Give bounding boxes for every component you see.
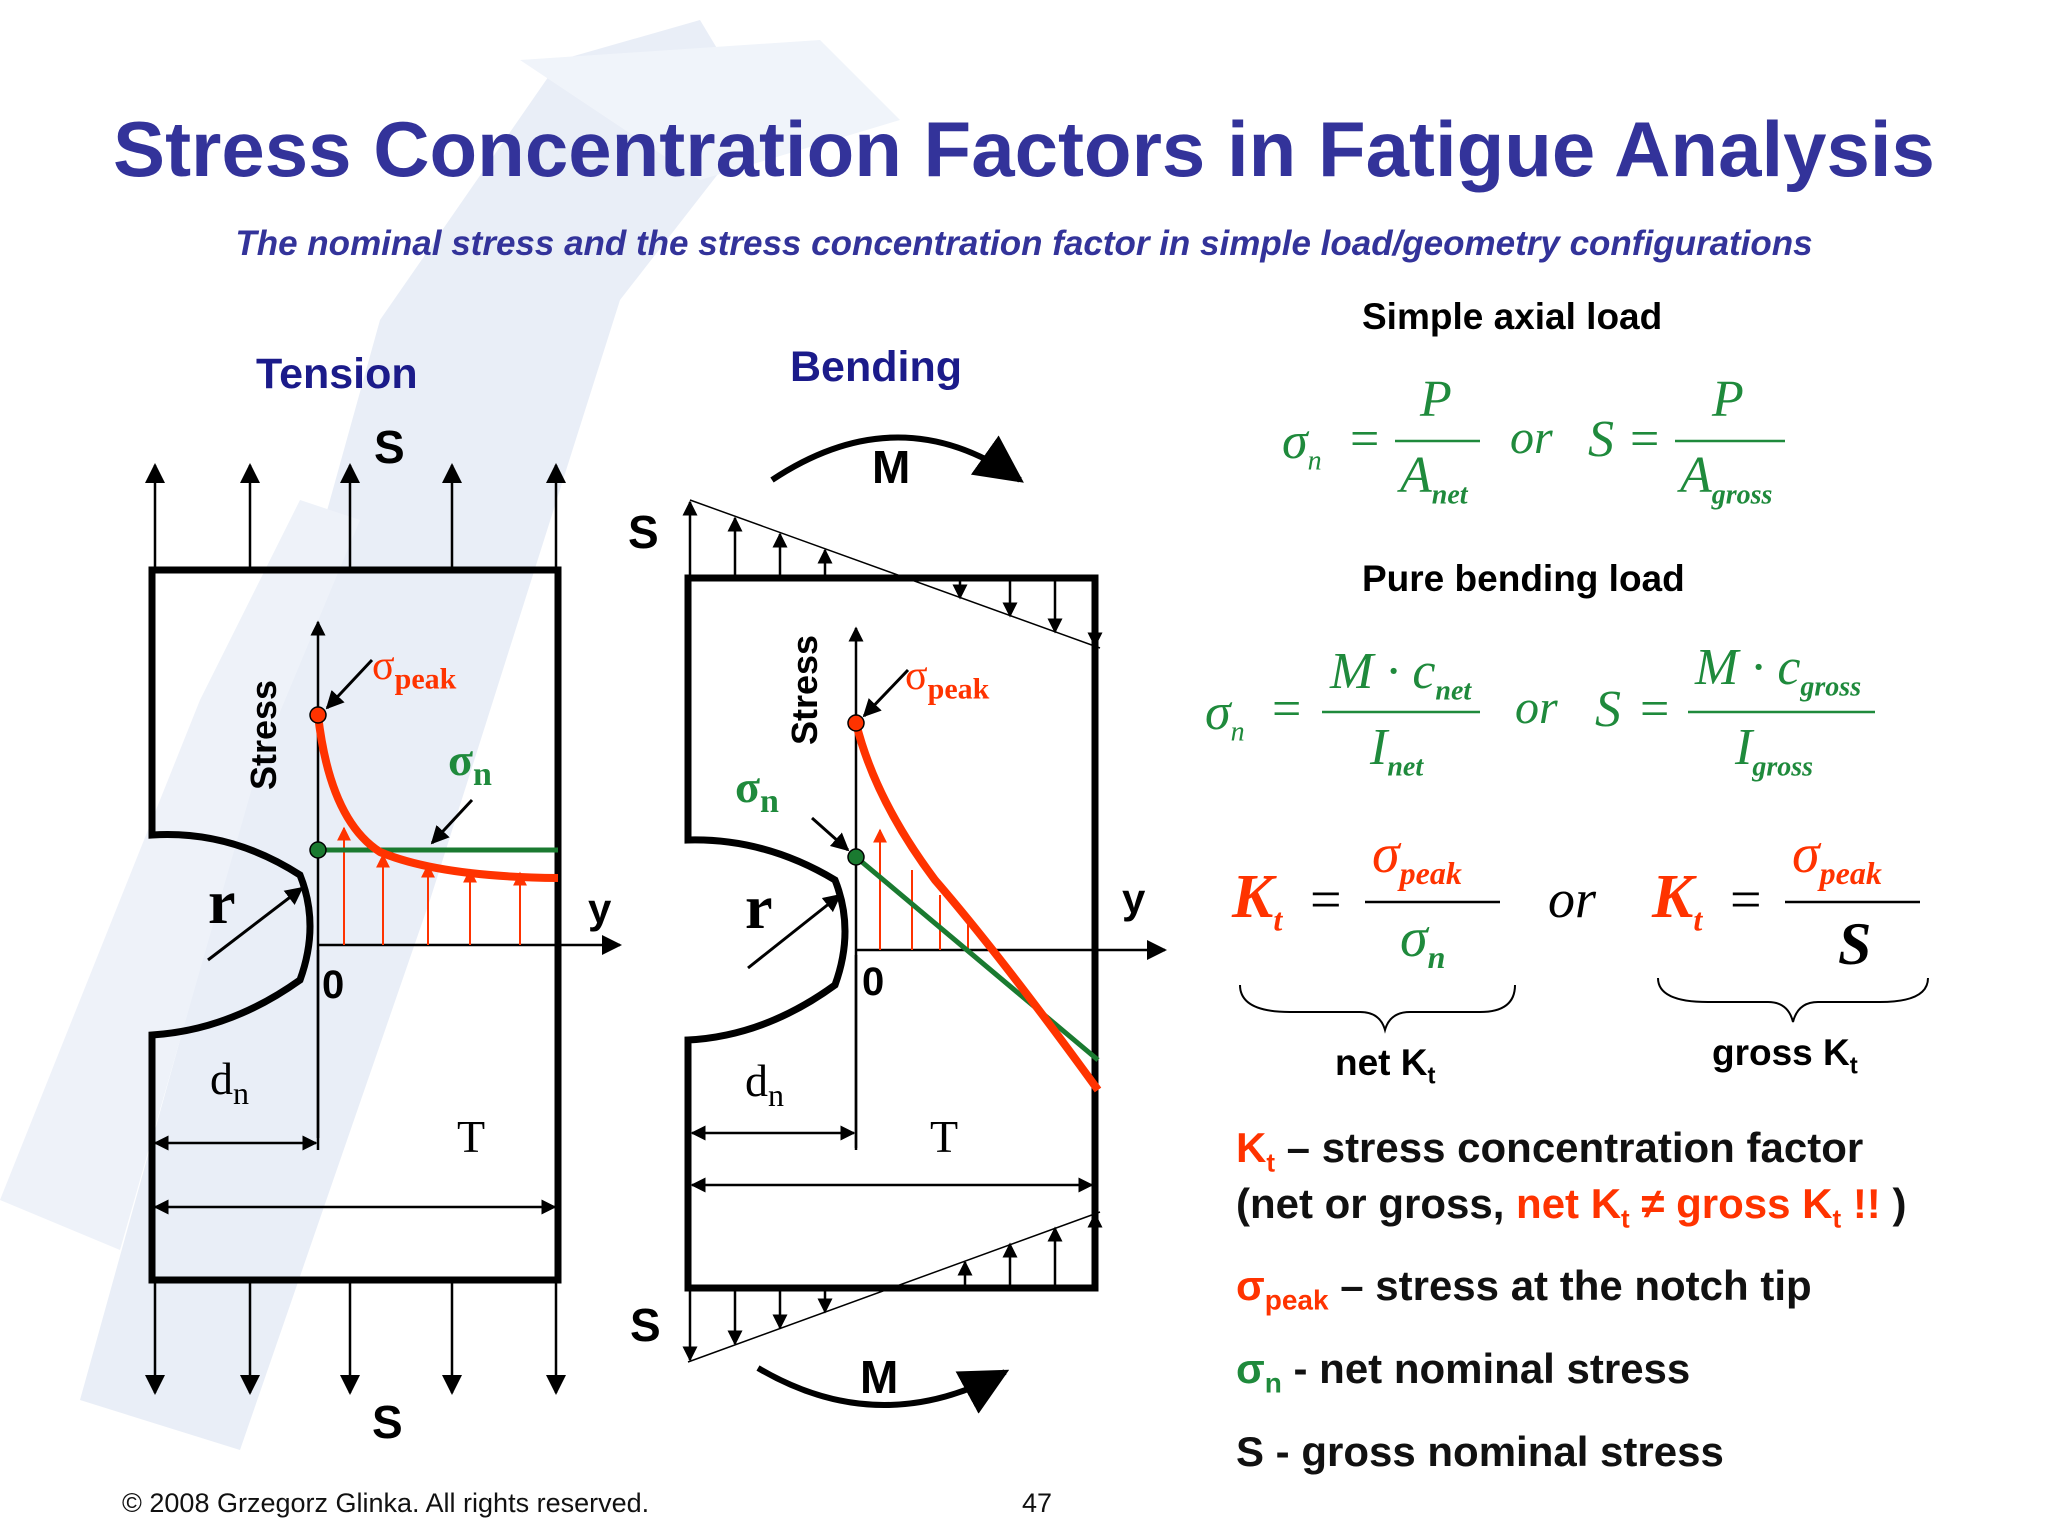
bending-sigma-peak-label: σpeak [905,653,990,706]
tension-T-label: T [457,1111,486,1162]
legend-S: S - gross nominal stress [1236,1428,1724,1475]
tension-radius-arrow [207,886,304,962]
gross-kt-caption: gross Kt [1712,1032,1858,1080]
axial-or: or [1510,411,1553,464]
tension-nominal-leader [430,798,474,845]
bending-Mc-net: M · cnet [1330,643,1472,707]
bending-bottom-load-line [687,1211,1101,1363]
bending-sigma-n: σn [1205,684,1245,748]
kt-gross-symbol: Kt [1652,863,1703,938]
axial-P-gross: P [1712,371,1744,428]
bending-nominal-stress-line [854,855,1100,1062]
bending-load-heading: Pure bending load [1362,558,1685,599]
kt-gross-sigma-peak: σpeak [1792,823,1882,892]
tension-dn-label: dn [210,1053,249,1112]
legend-sigma-peak: σpeak – stress at the notch tip [1236,1262,1812,1316]
bending-eq-1: = [1272,681,1302,738]
tension-bottom-arrows [145,1280,566,1395]
legend-sigma-n: σn - net nominal stress [1236,1345,1691,1399]
axial-S: S [1588,411,1614,468]
axial-eq-2: = [1630,411,1660,468]
bending-dn-label: dn [745,1055,784,1114]
bending-bottom-moment-label: M [860,1351,899,1403]
bending-nominal-point [847,848,865,866]
tension-peak-leader [325,658,374,710]
kt-gross-S: S [1838,911,1872,977]
kt-net-sigma-peak: σpeak [1372,823,1462,892]
axial-A-net: Anet [1400,447,1468,511]
bending-top-load-arrows [682,500,1103,648]
tension-origin-label: 0 [322,963,345,1007]
bending-peak-leader [862,668,910,718]
net-kt-brace [1239,984,1516,1034]
footer-page-number: 47 [1022,1488,1053,1518]
bending-Mc-gross: M · cgross [1695,639,1862,703]
bending-S: S [1595,681,1621,738]
legend-kt: Kt – stress concentration factor [1236,1124,1864,1178]
kt-net-symbol: Kt [1232,863,1283,938]
tension-peak-stress-curve [314,714,559,882]
axial-sigma-n: σn [1282,413,1322,477]
bending-heading: Bending [790,343,962,391]
bending-top-load-line [689,499,1101,649]
gross-kt-brace [1657,977,1929,1023]
kt-net-eq: = [1310,869,1342,931]
bending-radius-label: r [745,874,773,942]
tension-top-arrows [145,463,566,570]
tension-bottom-S-label: S [372,1396,403,1448]
tension-peak-point [309,706,327,724]
bending-eq-2: = [1640,681,1670,738]
footer-copyright: © 2008 Grzegorz Glinka. All rights reser… [122,1488,650,1518]
kt-net-sigma-n: σn [1400,907,1446,976]
legend-net-gross: (net or gross, net Kt ≠ gross Kt !! ) [1236,1180,1907,1234]
bending-I-net: Inet [1370,719,1424,783]
bending-or: or [1515,681,1558,734]
bending-peak-stress-curve [852,722,1102,1093]
bending-bottom-moment-arc [756,1365,1010,1414]
bending-specimen-outline [684,574,1099,1292]
bending-top-S-label: S [628,506,659,558]
bending-nominal-leader [811,816,850,852]
bending-T-label: T [930,1111,959,1162]
bending-origin-label: 0 [862,960,885,1004]
bending-radius-arrow [747,893,842,970]
bending-bottom-load-arrows [682,1212,1103,1362]
tension-heading: Tension [256,350,418,398]
net-kt-caption: net Kt [1335,1042,1436,1090]
tension-top-S-label: S [374,421,405,473]
tension-specimen-outline [148,566,562,1284]
kt-or: or [1548,869,1597,929]
bending-bottom-S-label: S [630,1299,661,1351]
page-subtitle: The nominal stress and the stress concen… [235,224,1813,263]
tension-radius-label: r [208,869,236,937]
axial-P-net: P [1420,371,1452,428]
kt-gross-eq: = [1730,869,1762,931]
tension-sigma-n-label: σn [448,734,492,794]
bending-y-label: y [1122,875,1146,922]
tension-nominal-point [309,841,327,859]
bending-peak-point [847,714,865,732]
tension-y-label: y [588,885,612,932]
bending-sigma-n-label: σn [735,761,779,821]
bending-top-moment-label: M [872,441,911,493]
bending-I-gross: Igross [1735,719,1814,783]
tension-sigma-peak-label: σpeak [372,643,457,696]
axial-load-heading: Simple axial load [1362,296,1663,337]
page-title: Stress Concentration Factors in Fatigue … [113,105,1935,193]
axial-eq-1: = [1350,411,1380,468]
bending-top-moment-arc [770,434,1024,483]
axial-A-gross: Agross [1680,447,1773,511]
